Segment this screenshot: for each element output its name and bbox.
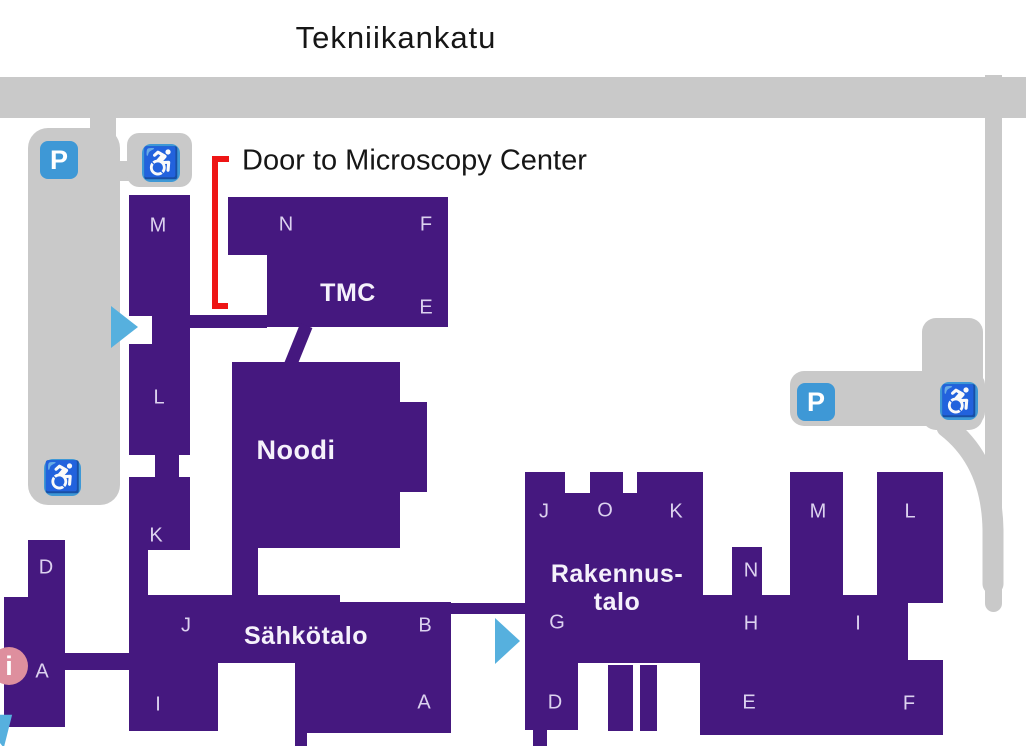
building-block xyxy=(640,665,657,731)
building-block xyxy=(232,362,400,548)
building-block xyxy=(608,665,633,731)
building-wing-label: L xyxy=(153,386,165,409)
building-block xyxy=(732,547,762,597)
building-wing-label: A xyxy=(35,660,49,683)
building-block xyxy=(525,493,703,595)
road-segment xyxy=(0,77,1026,118)
building-block xyxy=(129,550,148,597)
parking-icon: P xyxy=(797,383,835,421)
building-block xyxy=(790,472,843,597)
building-wing-label: J xyxy=(539,500,549,523)
building-name-noodi: Noodi xyxy=(256,434,336,465)
building-wing-label: N xyxy=(278,213,294,236)
building-wing-label: J xyxy=(181,614,191,637)
building-wing-label: D xyxy=(38,556,54,579)
building-wing-label: K xyxy=(669,500,683,523)
building-block xyxy=(590,472,623,497)
building-block xyxy=(232,548,258,598)
building-name-tmc: TMC xyxy=(320,279,376,307)
building-block xyxy=(129,595,340,663)
door-arrow-vertical xyxy=(212,156,218,309)
building-wing-label: D xyxy=(547,691,563,714)
street-name: Tekniikankatu xyxy=(295,20,497,55)
building-wing-label: B xyxy=(418,614,432,637)
building-wing-label: M xyxy=(809,500,827,523)
building-wing-label: O xyxy=(597,499,613,522)
building-wing-label: G xyxy=(549,611,565,634)
building-wing-label: E xyxy=(742,691,756,714)
building-block xyxy=(533,730,547,746)
building-block xyxy=(295,663,451,733)
building-wing-label: L xyxy=(904,500,916,523)
building-block xyxy=(28,540,65,597)
road-segment xyxy=(28,128,120,505)
building-wing-label: A xyxy=(417,691,431,714)
building-block xyxy=(700,660,943,735)
building-wing-label: N xyxy=(743,559,759,582)
building-wing-label: E xyxy=(419,296,433,319)
building-wing-label: K xyxy=(149,524,163,547)
building-wing-label: F xyxy=(419,213,433,236)
building-block xyxy=(129,658,218,731)
building-name-rakennus-talo: Rakennus- talo xyxy=(550,560,684,616)
building-block xyxy=(525,663,578,730)
entrance-arrow-icon xyxy=(495,618,520,664)
building-block xyxy=(295,733,307,746)
building-block xyxy=(340,602,451,663)
door-arrow-horizontal xyxy=(212,303,239,309)
parking-icon: P xyxy=(40,141,78,179)
building-block xyxy=(65,653,129,670)
entrance-arrow-icon xyxy=(111,306,138,348)
building-block xyxy=(448,603,528,614)
building-name-s-hk-talo: Sähkötalo xyxy=(244,622,368,650)
building-wing-label: M xyxy=(149,214,167,237)
building-block xyxy=(877,472,943,603)
building-wing-label: H xyxy=(743,612,759,635)
building-block xyxy=(155,455,179,479)
road-segment xyxy=(985,75,1002,612)
building-block xyxy=(129,477,190,550)
building-cutout xyxy=(228,255,267,315)
building-wing-label: I xyxy=(855,612,861,635)
building-block xyxy=(284,323,313,367)
building-wing-label: I xyxy=(155,693,161,716)
building-block xyxy=(637,472,703,497)
wheelchair-icon: ♿ xyxy=(940,382,978,420)
building-block xyxy=(525,472,565,497)
door-annotation-text: Door to Microscopy Center xyxy=(242,144,587,177)
door-arrow-hook xyxy=(212,156,229,162)
building-block xyxy=(400,402,427,492)
wheelchair-icon: ♿ xyxy=(142,144,180,182)
building-block xyxy=(525,595,908,663)
wheelchair-icon: ♿ xyxy=(43,459,82,496)
building-wing-label: F xyxy=(902,692,916,715)
